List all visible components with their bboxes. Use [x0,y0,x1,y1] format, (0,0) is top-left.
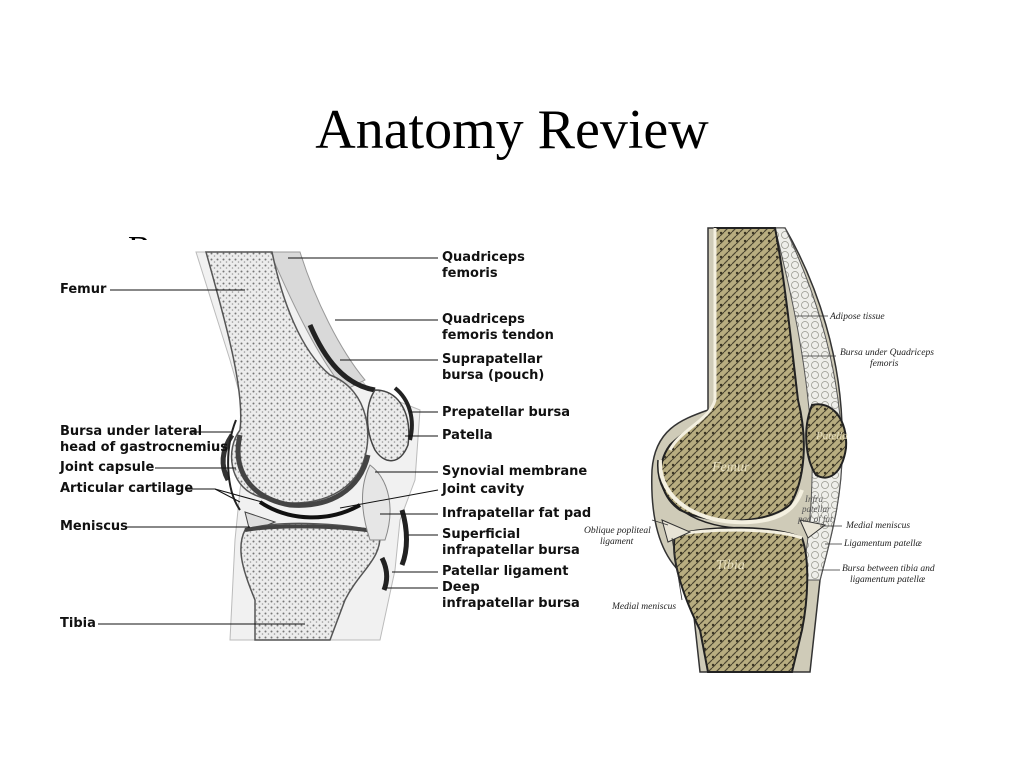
label-prepatellar-bursa: Prepatellar bursa [442,405,570,420]
inner-label-fat-2: patellar [802,504,831,514]
label-medial-meniscus-left: Medial meniscus [612,602,677,612]
slide-title: Anatomy Review [315,99,709,161]
inner-label-patella: Patella [816,430,848,442]
label-bursa-quadriceps-1: Bursa under Quadriceps [840,348,934,358]
label-medial-meniscus-right: Medial meniscus [846,521,911,531]
label-tibia: Tibia [60,616,96,631]
label-synovial-membrane: Synovial membrane [442,464,588,479]
knee-section-illustration [98,251,439,641]
label-quadriceps-1: Quadriceps [442,250,525,265]
label-superficial-bursa-2: infrapatellar bursa [442,543,580,558]
label-suprapatellar-1: Suprapatellar [442,352,543,367]
label-patella: Patella [442,428,493,443]
label-joint-cavity: Joint cavity [442,482,525,497]
label-bursa-gastrocnemius-1: Bursa under lateral [60,424,203,439]
label-bursa-gastrocnemius-2: head of gastrocnemius [60,440,228,455]
grays-knee-diagram: Femur Tibia Patella Infra patellar pad o… [580,220,1024,680]
label-meniscus: Meniscus [60,519,128,534]
label-articular-cartilage: Articular cartilage [60,481,194,496]
label-quad-tendon-2: femoris tendon [442,328,554,343]
label-patellar-ligament: Patellar ligament [442,564,569,579]
label-infrapatellar-fat-pad: Infrapatellar fat pad [442,506,592,521]
label-bursa-tibia-2: ligamentum patellæ [850,575,926,585]
inner-label-femur: Femur [712,460,750,475]
label-suprapatellar-2: bursa (pouch) [442,368,545,383]
label-joint-capsule: Joint capsule [60,460,155,475]
label-deep-bursa-1: Deep [442,580,480,595]
label-femur: Femur [60,282,107,297]
label-ligamentum-patellae: Ligamentum patellæ [844,539,922,549]
grays-knee-illustration [651,227,848,673]
label-superficial-bursa-1: Superficial [442,527,521,542]
label-deep-bursa-2: infrapatellar bursa [442,596,580,611]
inner-label-tibia: Tibia [716,558,745,573]
label-adipose-tissue: Adipose tissue [830,312,885,322]
label-oblique-popliteal-1: Oblique popliteal [584,526,651,536]
label-quad-tendon-1: Quadriceps [442,312,525,327]
label-bursa-quadriceps-2: femoris [870,359,899,369]
inner-label-fat-3: pad of fat [798,514,833,524]
label-quadriceps-2: femoris [442,266,498,281]
knee-section-diagram: Femur Bursa under lateral head of gastro… [0,240,600,660]
label-bursa-tibia-1: Bursa between tibia and [842,564,935,574]
label-oblique-popliteal-2: ligament [600,537,634,547]
inner-label-fat-1: Infra [805,494,823,504]
